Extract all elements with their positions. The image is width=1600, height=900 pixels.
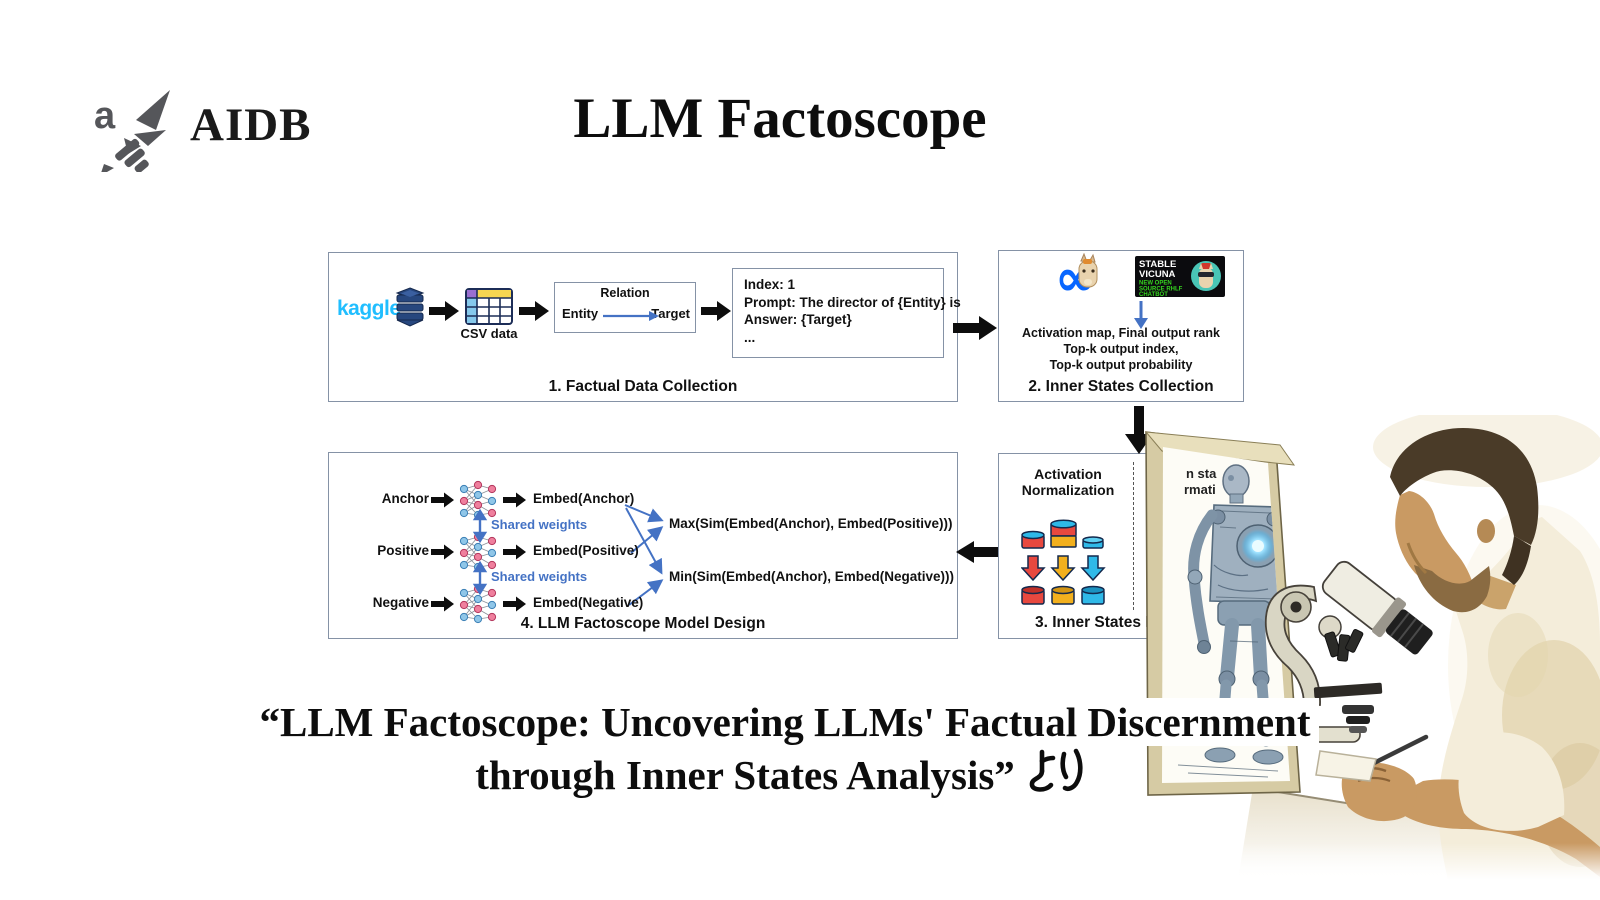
arrow-right-icon (701, 299, 731, 323)
inner-states-line: Activation map, Final output rank (1022, 326, 1220, 340)
box-inner-states-collection: ∞ STABLE VICUNA NEW OPEN SOURCE RHLF CHA… (998, 250, 1244, 402)
citation-line-2-text: through Inner States Analysis” (475, 752, 1015, 798)
svg-text:CHATBOT: CHATBOT (1139, 292, 1168, 297)
activation-cylinders-graphic (1021, 516, 1107, 608)
arrow-right-icon (519, 299, 549, 323)
box3-caption: 3. Inner States Pr (1035, 614, 1162, 631)
covered-text-fragment: n sta (1186, 466, 1217, 481)
sleeve (1458, 732, 1565, 831)
covered-text-fragment: rmati (1184, 482, 1216, 497)
arrow-down-blue-icon (1134, 301, 1148, 329)
inner-states-line: Top-k output index, (1063, 342, 1179, 356)
citation-line-1: “LLM Factoscope: Uncovering LLMs' Factua… (251, 698, 1319, 746)
max-sim-label: Max(Sim(Embed(Anchor), Embed(Positive))) (669, 516, 953, 531)
embed-negative-label: Embed(Negative) (533, 595, 644, 610)
stable-vicuna-banner: STABLE VICUNA NEW OPEN SOURCE RHLF CHATB… (1135, 256, 1225, 297)
citation-line-2: through Inner States Analysis” (467, 746, 1103, 799)
svg-text:NEW OPEN: NEW OPEN (1139, 281, 1172, 287)
llama-face (1078, 253, 1098, 288)
svg-text:a: a (94, 95, 116, 137)
brand-wordmark: AIDB (190, 99, 312, 151)
hair (1390, 428, 1539, 545)
negative-label: Negative (372, 595, 429, 610)
svg-text:VICUNA: VICUNA (1139, 269, 1176, 280)
ear (1477, 519, 1495, 543)
researcher (1315, 428, 1600, 880)
embed-positive-label: Embed(Positive) (533, 543, 639, 558)
citation: “LLM Factoscope: Uncovering LLMs' Factua… (60, 698, 1510, 799)
box4-caption: 4. LLM Factoscope Model Design (520, 615, 766, 632)
svg-text:SOURCE RHLF: SOURCE RHLF (1139, 287, 1183, 293)
database-icon (395, 287, 425, 327)
prompt-line: ... (744, 329, 756, 345)
activation-normalization-title: Activation (1034, 466, 1102, 482)
beard (1414, 565, 1491, 613)
page-title: LLM Factoscope (573, 87, 987, 150)
target-label: Target (651, 306, 690, 321)
prompt-template-box: Index: 1 Prompt: The director of {Entity… (732, 268, 961, 358)
aidb-bee-icon: a (94, 84, 170, 172)
prompt-line: Answer: {Target} (744, 312, 852, 327)
prompt-line: Prompt: The director of {Entity} is (744, 294, 961, 310)
box-model-design: Anchor Positive Negative Embed(Anchor) E… (328, 452, 958, 639)
inner-states-line: Top-k output probability (1049, 358, 1193, 372)
microscope (1264, 560, 1433, 743)
arrow-right-icon (429, 299, 459, 323)
csv-data-label: CSV data (460, 326, 518, 341)
arrow-box3-to-box4 (956, 541, 998, 563)
box2-caption: 2. Inner States Collection (1028, 378, 1214, 395)
svg-text:STABLE: STABLE (1139, 259, 1176, 270)
csv-table-icon (465, 288, 513, 325)
condenser-lens (1342, 705, 1374, 733)
notepad (1315, 750, 1377, 782)
entity-label: Entity (562, 306, 599, 321)
divider-dashed (1133, 462, 1134, 610)
relation-arrow-icon (603, 311, 659, 321)
meta-llama-logo-icon: ∞ (1055, 253, 1119, 303)
embed-anchor-label: Embed(Anchor) (533, 491, 635, 506)
shared-weights-label: Shared weights (491, 569, 588, 584)
box-factual-data-collection: kaggle CSV data (328, 252, 961, 402)
anchor-label: Anchor (381, 491, 429, 506)
pen (1371, 734, 1429, 766)
model-design-graphics (431, 480, 664, 624)
prompt-line: Index: 1 (744, 277, 796, 292)
entity-relation-target-box: Relation Entity Target (554, 282, 696, 333)
relation-label: Relation (600, 286, 650, 300)
activation-normalization-title2: Normalization (1021, 482, 1115, 498)
kana-yori (1029, 748, 1083, 792)
kaggle-logo: kaggle (337, 297, 401, 320)
face (1395, 491, 1476, 600)
box1-caption: 1. Factual Data Collection (548, 378, 738, 395)
researcher-microscope-illustration (1118, 415, 1600, 880)
shared-weights-label: Shared weights (491, 517, 588, 532)
min-sim-label: Min(Sim(Embed(Anchor), Embed(Negative))) (669, 569, 955, 584)
positive-label: Positive (377, 543, 429, 558)
arrow-box1-to-box2 (953, 316, 997, 340)
